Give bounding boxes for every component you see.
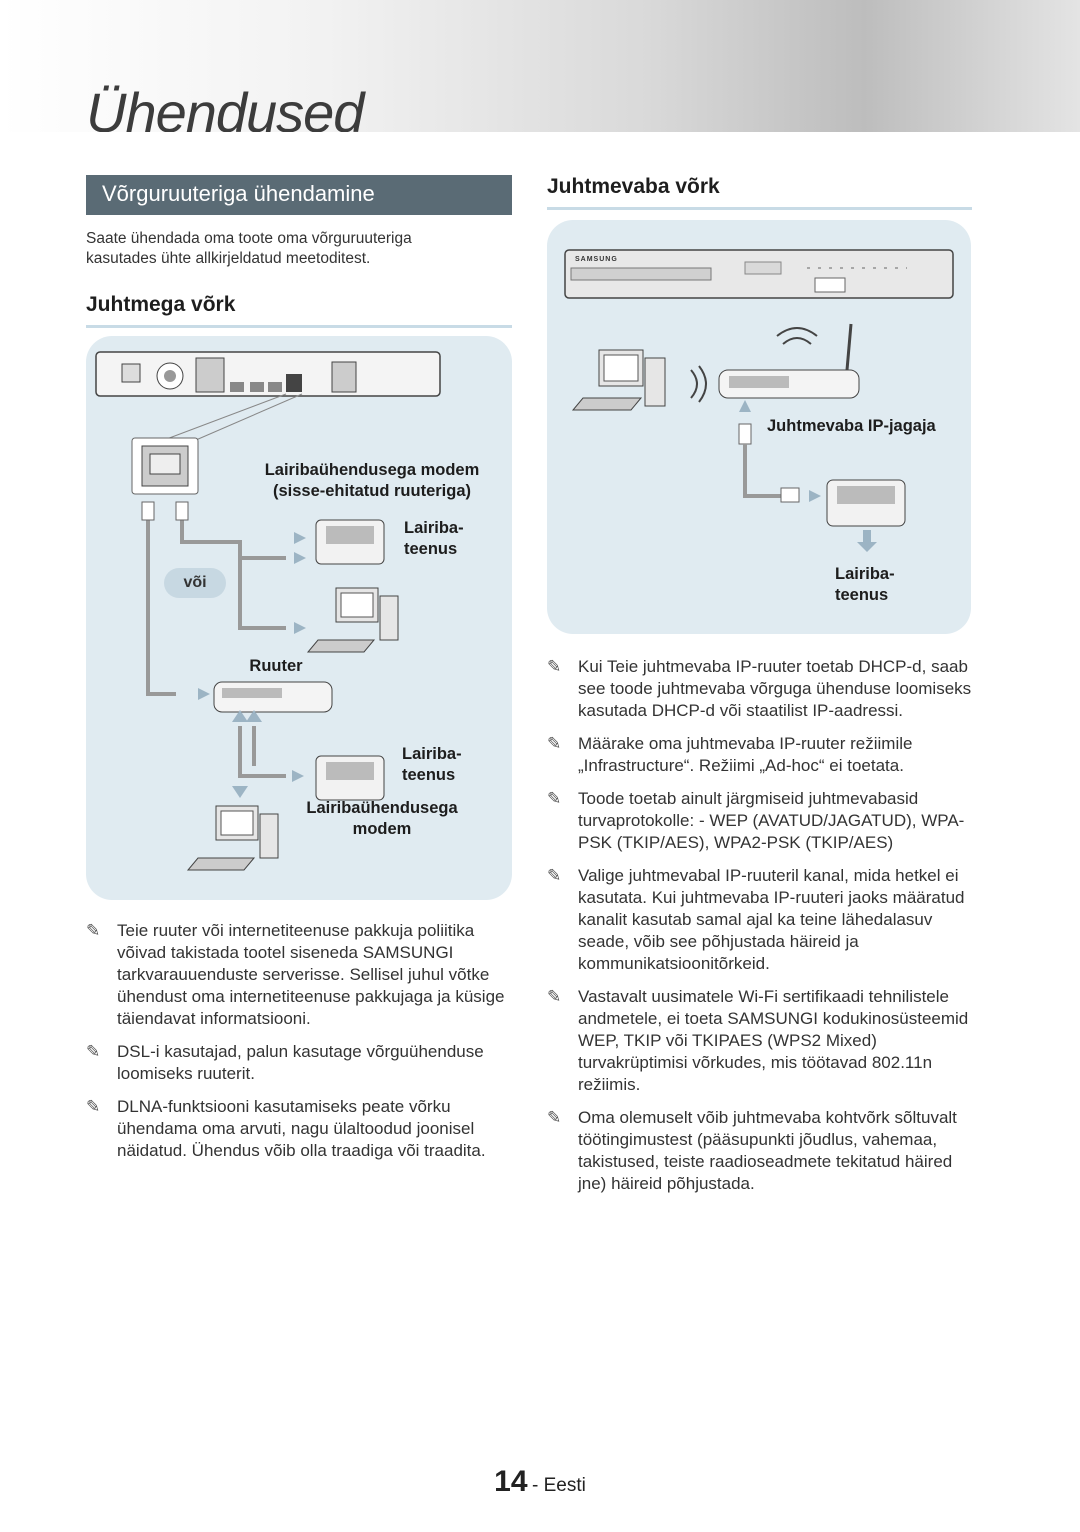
pencil-icon: ✎	[86, 921, 101, 940]
pencil-icon: ✎	[547, 866, 562, 885]
router-label: Ruuter	[249, 657, 303, 675]
modem-router-label: Lairibaühendusega modem (sisse-ehitatud …	[264, 461, 480, 500]
pencil-icon: ✎	[86, 1097, 101, 1116]
wired-notes: ✎ Teie ruuter või internetiteenuse pakku…	[86, 920, 512, 1173]
pencil-icon: ✎	[547, 734, 562, 753]
wireless-notes: ✎ Kui Teie juhtmevaba IP-ruuter toetab D…	[547, 656, 973, 1206]
page-number: 14	[494, 1465, 528, 1498]
right-column: Juhtmevaba võrk	[547, 175, 972, 210]
note-item: ✎ DSL-i kasutajad, palun kasutage võrguü…	[86, 1041, 512, 1085]
note-text: Vastavalt uusimatele Wi-Fi sertifikaadi …	[578, 987, 969, 1094]
left-column: Võrguruuteriga ühendamine Saate ühendada…	[86, 175, 512, 328]
or-badge: või	[164, 568, 226, 598]
note-item: ✎ Vastavalt uusimatele Wi-Fi sertifikaad…	[547, 986, 973, 1096]
note-text: DSL-i kasutajad, palun kasutage võrguühe…	[117, 1042, 484, 1083]
or-label: või	[183, 574, 207, 591]
wireless-diagram: SAMSUNG Juhtmevaba IP-jagaja Lairiba- te…	[547, 220, 971, 634]
note-text: Oma olemuselt võib juhtmevaba kohtvõrk s…	[578, 1108, 957, 1193]
wireless-heading: Juhtmevaba võrk	[547, 175, 972, 210]
wireless-network-illustration	[564, 249, 954, 552]
wireless-ap-label: Juhtmevaba IP-jagaja	[767, 417, 936, 435]
page-language: - Eesti	[531, 1475, 586, 1496]
note-item: ✎ Toode toetab ainult järgmiseid juhtmev…	[547, 788, 973, 854]
note-item: ✎ Teie ruuter või internetiteenuse pakku…	[86, 920, 512, 1030]
page-footer: 14 - Eesti	[0, 1465, 1080, 1499]
note-text: Kui Teie juhtmevaba IP-ruuter toetab DHC…	[578, 657, 972, 720]
pencil-icon: ✎	[547, 789, 562, 808]
broadband-label-1: Lairiba- teenus	[404, 519, 464, 558]
brand-label: SAMSUNG	[575, 256, 618, 263]
modem-label: Lairibaühendusega modem	[306, 799, 458, 838]
note-item: ✎ Oma olemuselt võib juhtmevaba kohtvõrk…	[547, 1107, 973, 1195]
pencil-icon: ✎	[547, 1108, 562, 1127]
note-text: DLNA-funktsiooni kasutamiseks peate võrk…	[117, 1097, 486, 1160]
note-item: ✎ Valige juhtmevabal IP-ruuteril kanal, …	[547, 865, 973, 975]
page-header: Ühendused	[0, 0, 1080, 132]
note-text: Valige juhtmevabal IP-ruuteril kanal, mi…	[578, 866, 965, 973]
wired-network-illustration	[95, 351, 441, 871]
note-item: ✎ Määrake oma juhtmevaba IP-ruuter režii…	[547, 733, 973, 777]
section-title: Võrguruuteriga ühendamine	[86, 175, 512, 215]
broadband-label: Lairiba- teenus	[835, 565, 895, 604]
pencil-icon: ✎	[547, 987, 562, 1006]
note-item: ✎ DLNA-funktsiooni kasutamiseks peate võ…	[86, 1096, 512, 1162]
intro-text: Saate ühendada oma toote oma võrguruuter…	[86, 230, 412, 267]
note-text: Teie ruuter või internetiteenuse pakkuja…	[117, 921, 505, 1028]
broadband-label-2: Lairiba- teenus	[402, 745, 462, 784]
wired-heading: Juhtmega võrk	[86, 293, 512, 328]
pencil-icon: ✎	[547, 657, 562, 676]
note-text: Määrake oma juhtmevaba IP-ruuter režiimi…	[578, 734, 913, 775]
page-title: Ühendused	[86, 81, 364, 132]
pencil-icon: ✎	[86, 1042, 101, 1061]
note-item: ✎ Kui Teie juhtmevaba IP-ruuter toetab D…	[547, 656, 973, 722]
wired-diagram: Lairibaühendusega modem (sisse-ehitatud …	[86, 336, 512, 900]
note-text: Toode toetab ainult järgmiseid juhtmevab…	[578, 789, 965, 852]
